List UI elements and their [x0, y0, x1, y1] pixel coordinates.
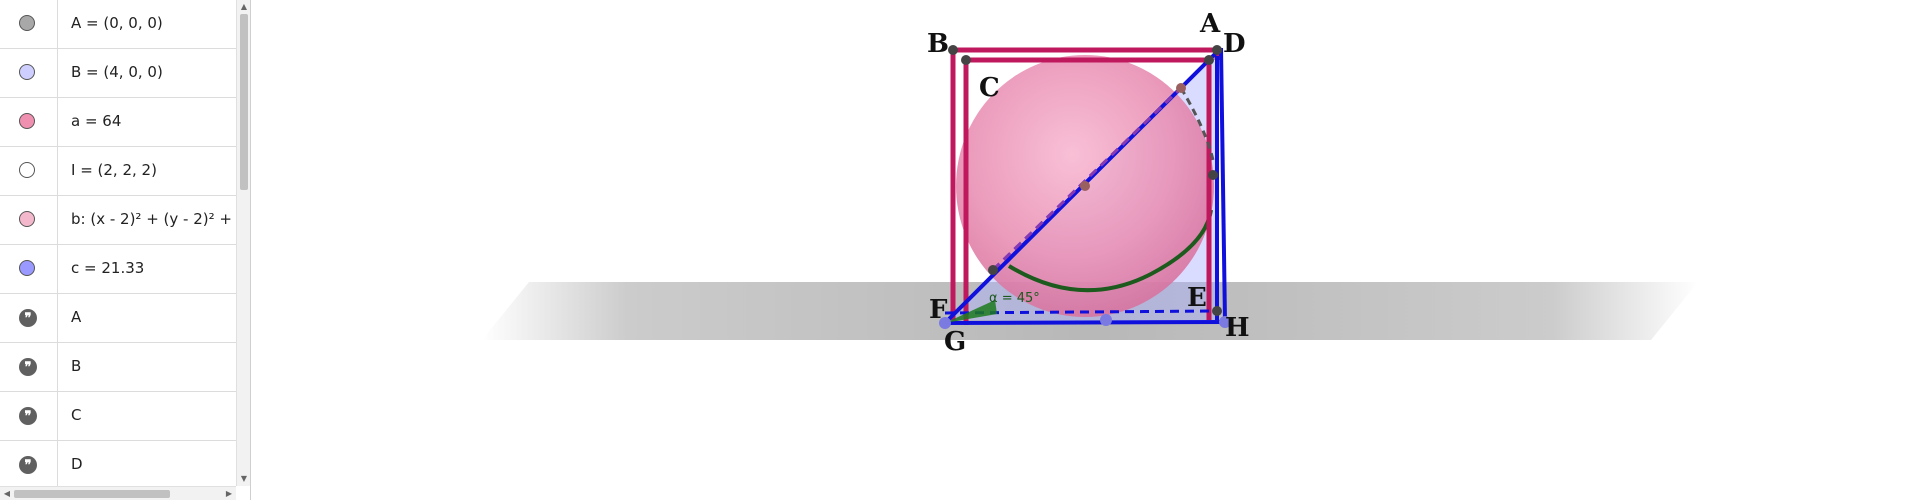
- label-H: H: [1225, 313, 1250, 343]
- algebra-expression[interactable]: B: [71, 357, 82, 375]
- algebra-expression[interactable]: I = (2, 2, 2): [71, 161, 157, 179]
- visibility-toggle[interactable]: [0, 0, 58, 49]
- visibility-toggle[interactable]: ❞: [0, 294, 58, 343]
- scroll-down-arrow-icon[interactable]: ▼: [240, 474, 248, 483]
- scroll-right-arrow-icon[interactable]: ▶: [225, 489, 233, 498]
- algebra-row[interactable]: ❞C: [0, 392, 236, 441]
- visibility-toggle[interactable]: [0, 49, 58, 98]
- label-F: F: [929, 295, 948, 325]
- visibility-toggle[interactable]: [0, 147, 58, 196]
- visibility-toggle[interactable]: ❞: [0, 441, 58, 490]
- algebra-expression[interactable]: c = 21.33: [71, 259, 145, 277]
- horizontal-scrollbar[interactable]: ◀ ▶: [0, 486, 236, 500]
- algebra-expression[interactable]: D: [71, 455, 83, 473]
- algebra-view: A = (0, 0, 0) B = (4, 0, 0) a = 64 I = (2, …: [0, 0, 251, 500]
- algebra-row[interactable]: a = 64: [0, 98, 236, 147]
- visibility-toggle[interactable]: ❞: [0, 392, 58, 441]
- algebra-expression[interactable]: A: [71, 308, 82, 326]
- algebra-row[interactable]: A = (0, 0, 0): [0, 0, 236, 49]
- algebra-row[interactable]: ❞A: [0, 294, 236, 343]
- algebra-row[interactable]: ❞D: [0, 441, 236, 490]
- angle-label: α = 45°: [989, 291, 1040, 306]
- label-D: D: [1223, 29, 1246, 59]
- quote-text-icon[interactable]: ❞: [19, 407, 37, 425]
- algebra-row[interactable]: B = (4, 0, 0): [0, 49, 236, 98]
- algebra-expression[interactable]: a = 64: [71, 112, 122, 130]
- point-marker-icon[interactable]: [19, 64, 35, 80]
- quote-text-icon[interactable]: ❞: [19, 309, 37, 327]
- number-marker-icon[interactable]: [19, 260, 35, 276]
- point-marker-icon[interactable]: [19, 162, 35, 178]
- graphics-3d-view[interactable]: α = 45° B C A D E F G H: [251, 0, 1910, 500]
- visibility-toggle[interactable]: [0, 196, 58, 245]
- visibility-toggle[interactable]: [0, 98, 58, 147]
- algebra-row[interactable]: ❞B: [0, 343, 236, 392]
- horizontal-scroll-thumb[interactable]: [14, 490, 170, 498]
- algebra-expression[interactable]: C: [71, 406, 82, 424]
- label-G: G: [944, 327, 966, 357]
- vertical-scroll-thumb[interactable]: [240, 14, 248, 190]
- arc-hidden[interactable]: [1179, 87, 1215, 161]
- label-A: A: [1199, 9, 1221, 39]
- label-C: C: [979, 73, 1000, 103]
- visibility-toggle[interactable]: ❞: [0, 343, 58, 392]
- angle-arc-curve[interactable]: [1007, 209, 1213, 293]
- number-marker-icon[interactable]: [19, 113, 35, 129]
- quote-text-icon[interactable]: ❞: [19, 456, 37, 474]
- diagonal-dashed[interactable]: [991, 86, 1183, 272]
- scroll-left-arrow-icon[interactable]: ◀: [3, 489, 11, 498]
- label-E: E: [1187, 283, 1207, 313]
- algebra-expression[interactable]: A = (0, 0, 0): [71, 14, 163, 32]
- algebra-row[interactable]: I = (2, 2, 2): [0, 147, 236, 196]
- algebra-row[interactable]: c = 21.33: [0, 245, 236, 294]
- label-B: B: [927, 29, 949, 59]
- vertical-scrollbar[interactable]: ▲ ▼: [236, 0, 250, 486]
- point-markers[interactable]: [939, 45, 1231, 329]
- scroll-up-arrow-icon[interactable]: ▲: [240, 2, 248, 11]
- sphere-marker-icon[interactable]: [19, 211, 35, 227]
- algebra-row[interactable]: b: (x - 2)² + (y - 2)² + (: [0, 196, 236, 245]
- angle-marker[interactable]: [945, 300, 997, 323]
- algebra-expression[interactable]: b: (x - 2)² + (y - 2)² + (: [71, 210, 235, 228]
- algebra-expression[interactable]: B = (4, 0, 0): [71, 63, 163, 81]
- quote-text-icon[interactable]: ❞: [19, 358, 37, 376]
- visibility-toggle[interactable]: [0, 245, 58, 294]
- point-marker-icon[interactable]: [19, 15, 35, 31]
